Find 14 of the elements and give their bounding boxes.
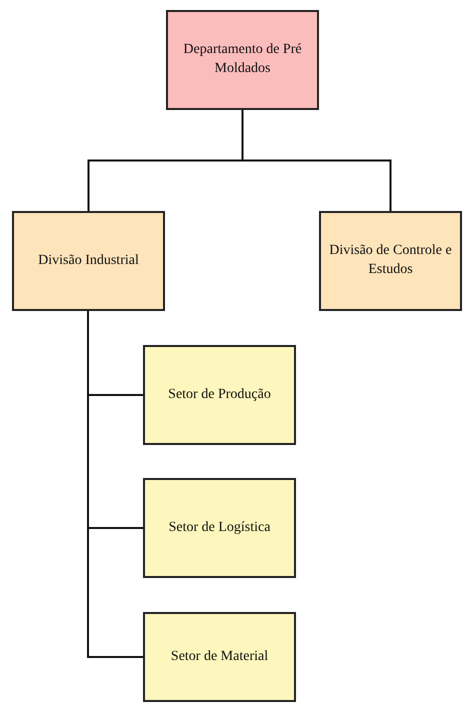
org-box <box>143 345 296 445</box>
unit-name: Setor de Material <box>170 648 268 666</box>
unit-name: Divisão Industrial <box>38 252 139 270</box>
unit-name: Divisão de Controle e Estudos <box>328 242 453 279</box>
unit-name: Setor de Logística <box>168 518 270 537</box>
unit-name: Departamento de Pré Moldados <box>182 41 303 78</box>
org-box <box>12 211 165 311</box>
org-box <box>143 478 296 578</box>
unit-name: Setor de Produção <box>168 386 271 404</box>
org-box <box>143 612 296 702</box>
org-box <box>166 10 319 110</box>
org-box <box>319 211 462 311</box>
connector-line <box>242 110 392 211</box>
connector-line <box>87 311 143 658</box>
